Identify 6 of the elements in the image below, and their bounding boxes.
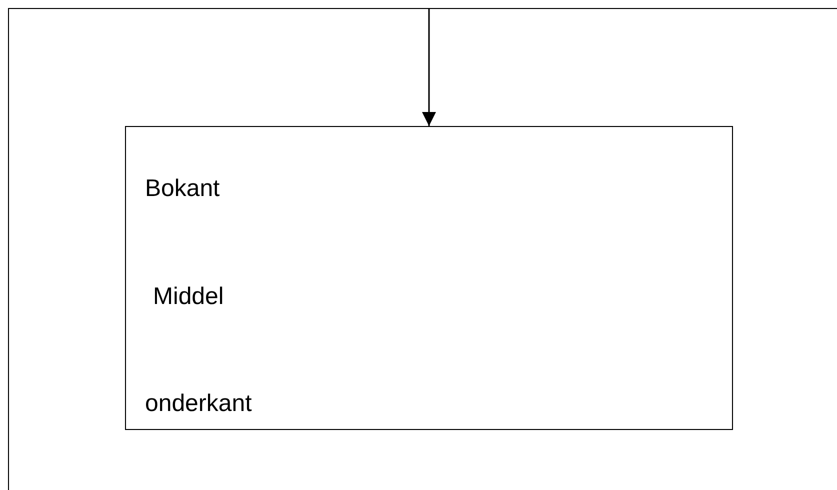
box-label: Middel <box>153 283 224 311</box>
box-label: Bokant <box>145 175 220 203</box>
box-label: onderkant <box>145 390 252 418</box>
arrow <box>422 9 436 126</box>
frame-box <box>8 8 837 490</box>
process-box <box>125 126 733 430</box>
